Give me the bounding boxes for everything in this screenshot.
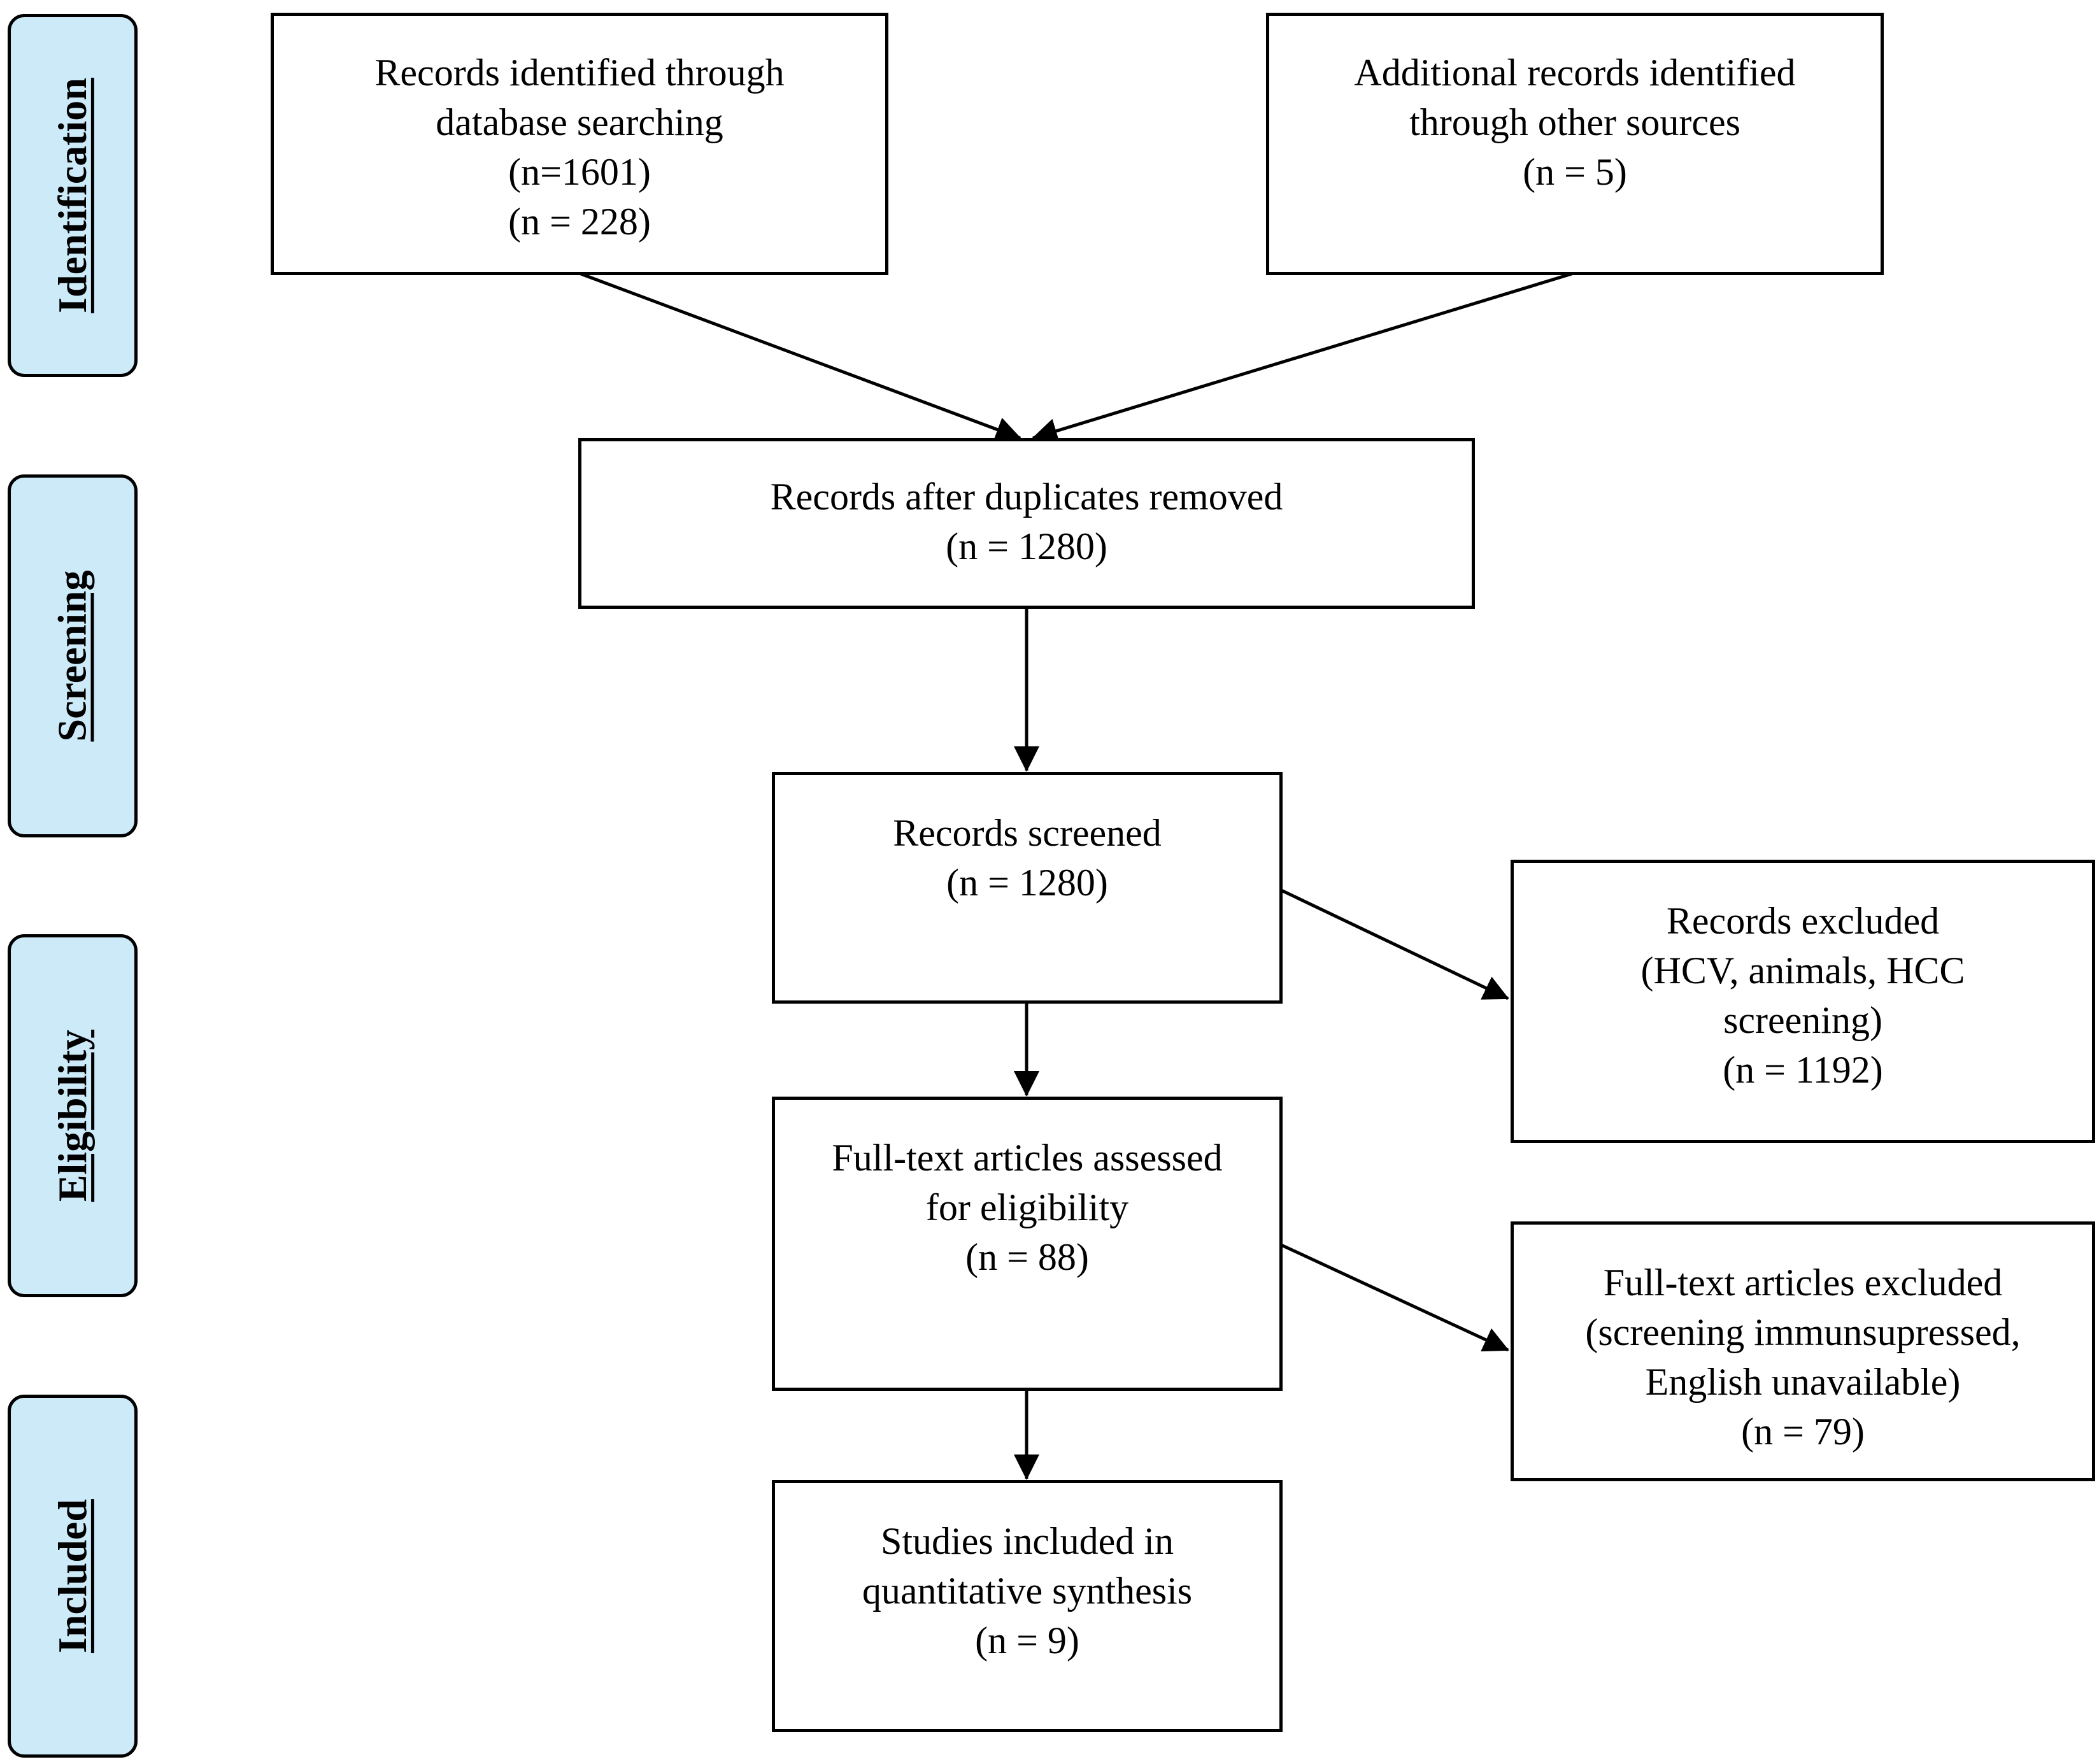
box-database-search: Records identified through database sear… <box>271 13 888 275</box>
other-sources-line-1: Additional records identified <box>1354 52 1796 94</box>
box-fulltext-excluded: Full-text articles excluded (screening i… <box>1511 1221 2095 1481</box>
box-other-sources: Additional records identified through ot… <box>1266 13 1884 275</box>
records-excluded-line-1: Records excluded <box>1666 900 1940 942</box>
arrow-fulltext-to-excluded <box>1280 1243 1509 1352</box>
records-excluded-line-3: screening) <box>1723 999 1882 1041</box>
arrow-other-sources-to-duplicates <box>1032 272 1572 444</box>
fulltext-assessed-line-1: Full-text articles assessed <box>832 1137 1223 1179</box>
studies-included-line-3: (n = 9) <box>975 1619 1079 1661</box>
other-sources-line-2: through other sources <box>1409 101 1740 143</box>
studies-included-line-1: Studies included in <box>881 1520 1174 1562</box>
studies-included-line-2: quantitative synthesis <box>862 1570 1193 1612</box>
fulltext-assessed-line-2: for eligibility <box>925 1186 1129 1228</box>
records-excluded-line-2: (HCV, animals, HCC <box>1640 950 1965 992</box>
database-search-line-2: database searching <box>436 101 723 143</box>
fulltext-excluded-line-4: (n = 79) <box>1741 1411 1865 1453</box>
records-screened-line-2: (n = 1280) <box>946 862 1108 904</box>
database-search-line-1: Records identified through <box>374 52 785 94</box>
fulltext-excluded-line-3: English unavailable) <box>1645 1361 1961 1403</box>
arrow-screened-to-excluded <box>1280 888 1509 1000</box>
records-excluded-line-4: (n = 1192) <box>1723 1049 1883 1091</box>
box-records-screened: Records screened (n = 1280) <box>772 772 1283 1004</box>
box-studies-included: Studies included in quantitative synthes… <box>772 1480 1283 1732</box>
duplicates-removed-line-2: (n = 1280) <box>946 525 1107 567</box>
fulltext-assessed-line-3: (n = 88) <box>965 1236 1089 1278</box>
stage-eligibility: Eligibility <box>8 934 138 1297</box>
other-sources-line-3: (n = 5) <box>1523 151 1627 193</box>
stage-included: Included <box>8 1395 138 1758</box>
fulltext-excluded-line-1: Full-text articles excluded <box>1603 1262 2003 1304</box>
database-search-line-3: (n=1601) <box>508 151 651 193</box>
duplicates-removed-line-1: Records after duplicates removed <box>770 476 1283 518</box>
stage-screening: Screening <box>8 474 138 837</box>
fulltext-excluded-line-2: (screening immunsupressed, <box>1585 1311 2021 1353</box>
box-duplicates-removed: Records after duplicates removed (n = 12… <box>578 438 1475 609</box>
records-screened-line-1: Records screened <box>893 812 1162 854</box>
box-records-excluded: Records excluded (HCV, animals, HCC scre… <box>1511 860 2095 1143</box>
arrow-database-to-duplicates <box>580 272 1021 442</box>
database-search-line-4: (n = 228) <box>508 201 651 243</box>
box-fulltext-assessed: Full-text articles assessed for eligibil… <box>772 1097 1283 1391</box>
stage-identification: Identification <box>8 14 138 377</box>
